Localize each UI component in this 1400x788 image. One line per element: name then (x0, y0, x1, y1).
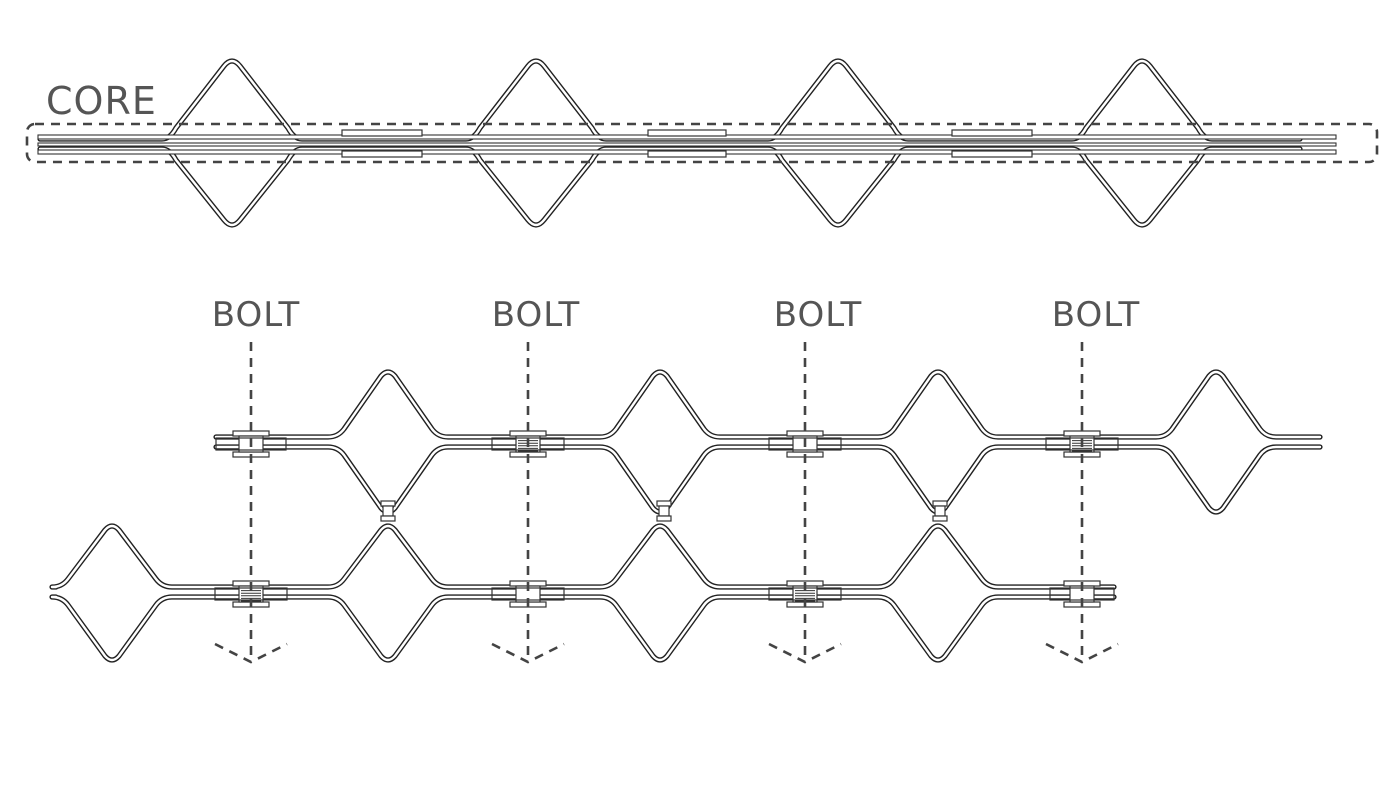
core-rail-mid (37, 142, 1337, 147)
core-joint-plate-top (341, 129, 423, 137)
bolt-labels: BOLT BOLT BOLT BOLT (212, 295, 1141, 335)
upper-row-wire-a (213, 369, 1323, 440)
link-clip-top (656, 500, 672, 507)
lower-row-wire-b-core (50, 595, 1116, 662)
upper-row-wire-a-core (214, 370, 1322, 439)
link-clip-body (934, 505, 946, 517)
core-outline (25, 122, 1379, 164)
link-clip-body (658, 505, 670, 517)
bolt-lines (214, 342, 1119, 664)
link-clip-bottom (656, 515, 672, 522)
mesh-clips (380, 500, 948, 522)
clamp-plate-top (1063, 430, 1101, 437)
clamp-plate-top (509, 430, 547, 437)
link-clip-top (932, 500, 948, 507)
core-joint-plate-bottom (341, 150, 423, 158)
lower-row-wire-a (49, 523, 1117, 590)
core-label: CORE (46, 79, 157, 123)
clamp-plate-top (232, 430, 270, 437)
link-clip-bottom (932, 515, 948, 522)
bolt-label-2: BOLT (492, 295, 581, 335)
core-wire-bottom-core (38, 147, 1302, 227)
clamp-plate-top (786, 430, 824, 437)
bolt-tip (491, 642, 565, 664)
bolt-tip (1045, 642, 1119, 664)
lower-row-wire-b (49, 594, 1117, 663)
core-joint-plate-bottom (647, 150, 727, 158)
bolted-mesh (49, 342, 1323, 664)
core-joint-plate-top (647, 129, 727, 137)
link-clip-bottom (380, 515, 396, 522)
core-assembly: CORE (25, 58, 1379, 228)
bolt-label-4: BOLT (1052, 295, 1141, 335)
mesh-wires (49, 369, 1323, 663)
link-clip-body (382, 505, 394, 517)
core-wire-bottom (37, 146, 1303, 228)
lower-row-wire-a-core (50, 524, 1116, 589)
core-wire-top-core (38, 59, 1302, 141)
bolt-tip (214, 642, 288, 664)
bolt-label-1: BOLT (212, 295, 301, 335)
bolt-tip (768, 642, 842, 664)
core-joint-plate-bottom (951, 150, 1033, 158)
link-clip-top (380, 500, 396, 507)
core-joint-plate-top (951, 129, 1033, 137)
core-rails (37, 129, 1337, 158)
core-wire-top (37, 58, 1303, 142)
bolt-label-3: BOLT (774, 295, 863, 335)
